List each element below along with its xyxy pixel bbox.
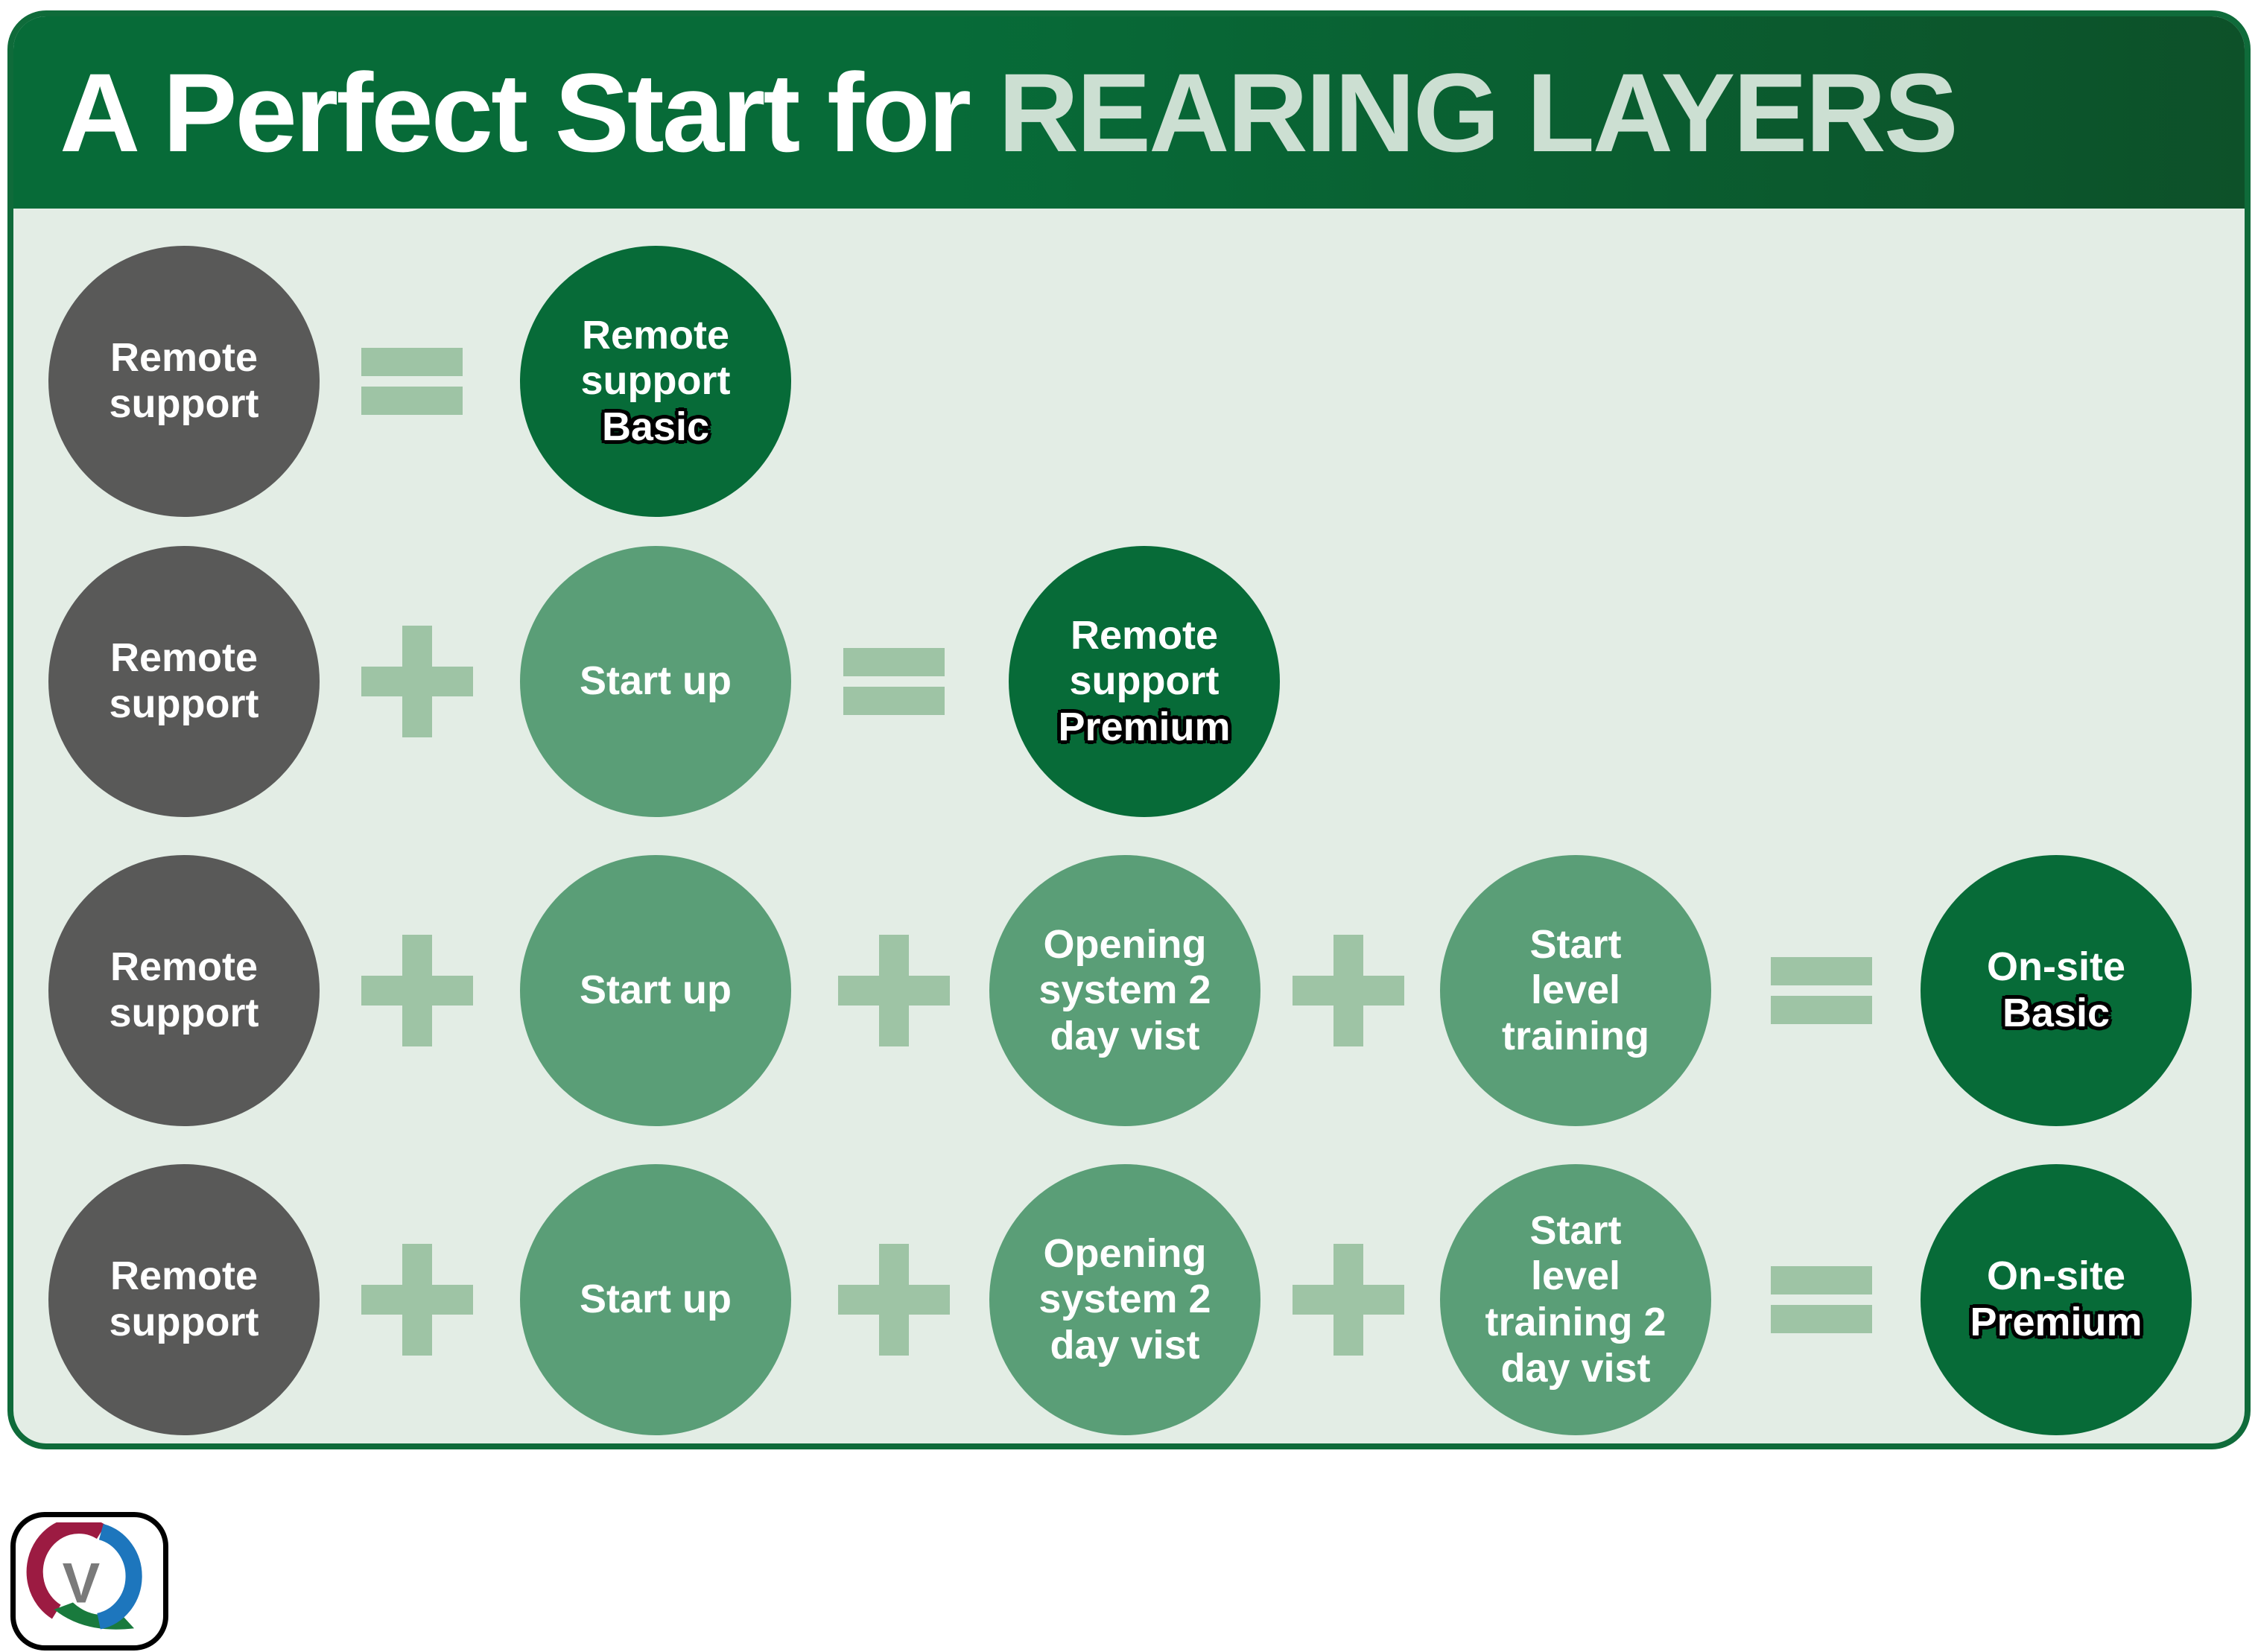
brand-logo-ribbon-icon: V xyxy=(26,1522,142,1630)
circle-remote-support: Remote support xyxy=(48,1164,320,1435)
circle-remote-support: Remote support xyxy=(48,246,320,517)
circle-start-up: Start up xyxy=(520,546,791,817)
circle-label: Remote support xyxy=(109,944,259,1035)
header-banner: A Perfect Start for REARING LAYERS xyxy=(13,16,2245,209)
circle-label: Remote support xyxy=(109,635,259,726)
brand-logo: V xyxy=(10,1512,168,1651)
circle-start-level-training-2day: Start level training 2 day vist xyxy=(1440,1164,1711,1435)
circle-label: Start level training xyxy=(1502,921,1649,1058)
circle-label: Remote support xyxy=(109,335,259,426)
equations-area: Remote support Remote support Basic Remo… xyxy=(13,16,2245,1443)
circle-label: Remote support xyxy=(580,312,731,404)
circle-label: Opening system 2 day vist xyxy=(1038,1230,1211,1367)
circle-label: Start up xyxy=(579,1277,732,1322)
circle-remote-support: Remote support xyxy=(48,546,320,817)
circle-start-up: Start up xyxy=(520,1164,791,1435)
circle-tier-label: Basic xyxy=(601,404,710,449)
plus-icon xyxy=(361,1244,473,1356)
circle-opening-system: Opening system 2 day vist xyxy=(989,855,1260,1126)
logo-red-ribbon xyxy=(26,1522,106,1619)
circle-on-site-basic: On-site Basic xyxy=(1921,855,2192,1126)
circle-label: On-site xyxy=(1986,1254,2126,1299)
circle-tier-label: Basic xyxy=(2002,991,2110,1035)
circle-label: Opening system 2 day vist xyxy=(1038,921,1211,1058)
page-title: A Perfect Start for REARING LAYERS xyxy=(60,57,1959,168)
circle-label: Remote support xyxy=(1069,612,1220,704)
circle-tier-label: Premium xyxy=(1058,704,1231,749)
plus-icon xyxy=(838,935,950,1046)
circle-remote-support: Remote support xyxy=(48,855,320,1126)
circle-label: Remote support xyxy=(109,1254,259,1344)
circle-on-site-premium: On-site Premium xyxy=(1921,1164,2192,1435)
equals-icon xyxy=(843,648,945,715)
circle-start-up: Start up xyxy=(520,855,791,1126)
equals-icon xyxy=(361,348,463,415)
circle-label: Start up xyxy=(579,658,732,704)
circle-label: Start up xyxy=(579,968,732,1013)
plus-icon xyxy=(361,935,473,1046)
circle-start-level-training: Start level training xyxy=(1440,855,1711,1126)
plus-icon xyxy=(1293,935,1404,1046)
circle-opening-system: Opening system 2 day vist xyxy=(989,1164,1260,1435)
infographic-card: A Perfect Start for REARING LAYERS Remot… xyxy=(7,10,2251,1449)
circle-label: Start level training 2 day vist xyxy=(1485,1207,1666,1391)
circle-remote-support-premium: Remote support Premium xyxy=(1009,546,1280,817)
title-highlight: REARING LAYERS xyxy=(998,50,1959,175)
circle-label: On-site xyxy=(1986,944,2126,990)
equals-icon xyxy=(1771,957,1872,1024)
equals-icon xyxy=(1771,1266,1872,1333)
circle-tier-label: Premium xyxy=(1970,1300,2143,1344)
title-prefix: A Perfect Start for xyxy=(60,50,971,175)
logo-letter: V xyxy=(63,1551,101,1615)
circle-remote-support-basic: Remote support Basic xyxy=(520,246,791,517)
logo-blue-ribbon xyxy=(96,1523,142,1630)
plus-icon xyxy=(361,626,473,737)
plus-icon xyxy=(838,1244,950,1356)
plus-icon xyxy=(1293,1244,1404,1356)
